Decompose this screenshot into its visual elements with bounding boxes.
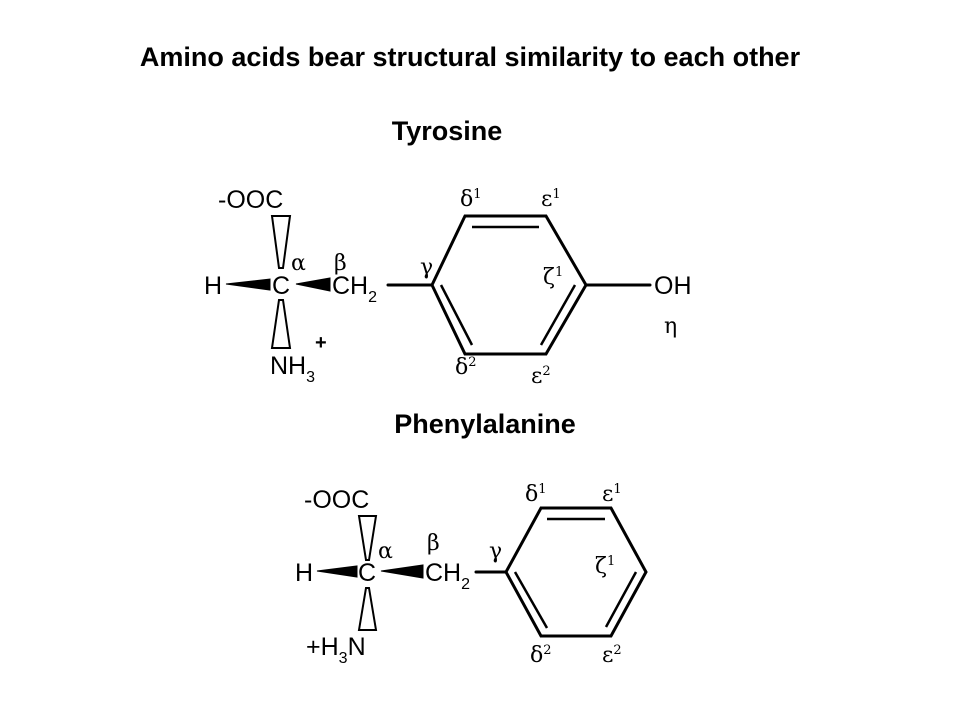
phenylalanine-label-epsilon1: ε1 (602, 482, 622, 507)
tyrosine-name: Tyrosine (392, 116, 503, 146)
phenylalanine-carboxylate: -OOC (304, 486, 369, 514)
tyrosine-label-delta1: δ1 (460, 187, 482, 212)
tyrosine-label-delta2: δ2 (455, 355, 477, 380)
tyrosine-bond-c-n (270, 299, 292, 349)
phenylalanine-bond-c-n (357, 587, 378, 631)
tyrosine-label-epsilon2: ε2 (531, 364, 551, 389)
phenylalanine-structure: Phenylalanine -OOC H C CH2 +H3N α β (295, 409, 648, 668)
phenylalanine-label-zeta1: ζ1 (595, 554, 615, 579)
phenylalanine-amine: +H3N (306, 633, 366, 667)
phenylalanine-label-delta1: δ1 (525, 482, 547, 507)
tyrosine-methylene: CH2 (332, 272, 377, 306)
phenylalanine-alpha-carbon: C (358, 559, 376, 587)
phenylalanine-label-beta: β (427, 531, 440, 556)
tyrosine-label-beta: β (334, 251, 347, 276)
tyrosine-amine: NH3 (270, 352, 315, 386)
tyrosine-alpha-carbon: C (272, 272, 290, 300)
tyrosine-carboxylate: -OOC (218, 186, 283, 214)
tyrosine-label-gamma: γ (420, 255, 433, 280)
phenylalanine-label-epsilon2: ε2 (602, 643, 622, 668)
phenylalanine-methylene: CH2 (425, 559, 470, 593)
tyrosine-amine-charge: + (315, 332, 327, 354)
phenylalanine-name: Phenylalanine (394, 409, 576, 439)
phenylalanine-label-delta2: δ2 (530, 643, 552, 668)
phenylalanine-label-gamma: γ (489, 539, 502, 564)
tyrosine-hydroxyl: OH (654, 272, 692, 300)
phenylalanine-bond-h-c (316, 565, 358, 578)
tyrosine-structure: Tyrosine -OOC H C CH2 NH3 + α β (204, 116, 692, 389)
tyrosine-bond-c-cooc (270, 215, 292, 269)
tyrosine-bond-h-c (225, 278, 271, 291)
tyrosine-hydrogen: H (204, 272, 222, 300)
phenylalanine-bond-c-ch2 (380, 564, 424, 579)
phenylalanine-hydrogen: H (295, 559, 313, 587)
tyrosine-bond-c-ch2 (295, 277, 331, 292)
phenylalanine-bond-c-cooc (357, 515, 378, 561)
tyrosine-label-alpha: α (291, 251, 306, 276)
tyrosine-label-eta: η (664, 314, 677, 339)
slide-title: Amino acids bear structural similarity t… (140, 42, 801, 72)
phenylalanine-label-alpha: α (378, 539, 393, 564)
phenylalanine-benzene-ring (504, 506, 648, 638)
tyrosine-phenol-ring (430, 214, 588, 356)
tyrosine-label-zeta1: ζ1 (543, 265, 563, 290)
tyrosine-label-epsilon1: ε1 (541, 187, 561, 212)
